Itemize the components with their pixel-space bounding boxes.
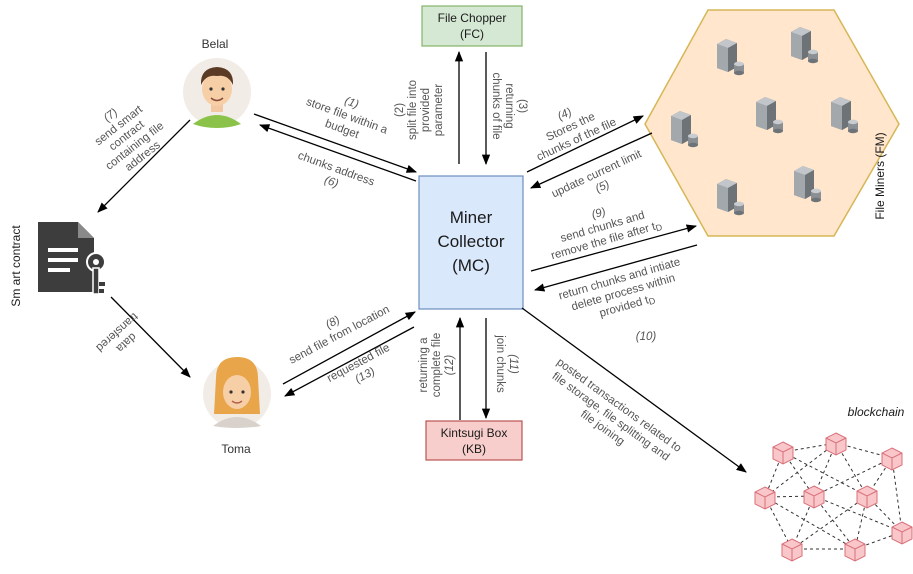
e12-line1: returning a bbox=[418, 337, 430, 393]
e10-num: (10) bbox=[636, 331, 657, 343]
label-e4: (4) Stores the chunks of the file bbox=[535, 106, 618, 164]
e2-line3: provided bbox=[420, 88, 432, 132]
block-icon bbox=[856, 485, 878, 509]
block-icon bbox=[844, 538, 866, 562]
label-e2: (2) split file into provided parameter bbox=[394, 80, 445, 140]
e8-num: (8) bbox=[324, 314, 342, 331]
file-miners-node: File Miners (FM) bbox=[644, 9, 900, 237]
e5-num: (5) bbox=[594, 178, 612, 195]
kintsugi-box-node: Kintsugi Box (KB) bbox=[425, 420, 523, 461]
arrow-store-chunks bbox=[526, 115, 644, 173]
smart-contract-label: Sm art contract bbox=[9, 225, 23, 307]
fc-line1: File Chopper bbox=[438, 11, 507, 25]
belal-avatar bbox=[183, 58, 251, 128]
belal-name: Belal bbox=[202, 37, 229, 51]
e9-sub: D bbox=[654, 222, 663, 234]
arrow-chunks-address bbox=[259, 124, 417, 182]
label-e7: (7) send smart contract containing file … bbox=[93, 103, 167, 174]
e11-line1: join chunks bbox=[494, 334, 506, 393]
mc-line3: (MC) bbox=[452, 256, 490, 275]
kintsugi-box bbox=[425, 420, 523, 461]
arrow-send-chunks bbox=[530, 224, 698, 272]
block-icon bbox=[803, 485, 825, 509]
block-icon bbox=[825, 432, 847, 456]
block-icon bbox=[781, 538, 803, 562]
label-e6: chunks address (6) bbox=[296, 150, 376, 191]
arrow-return-chunks bbox=[533, 244, 698, 292]
posted-line2: file storage, file splitting and bbox=[550, 370, 672, 463]
e11-num: (11) bbox=[507, 354, 519, 374]
arrow-store-file bbox=[253, 113, 417, 173]
e2-line1: (2) bbox=[394, 103, 406, 117]
arrow-send-smart-contract bbox=[97, 119, 191, 213]
label-e11: (11) join chunks bbox=[494, 334, 519, 393]
toma-name: Toma bbox=[221, 442, 251, 456]
label-e10: return chunks and intiate delete process… bbox=[557, 256, 681, 320]
label-e5: update current limit (5) bbox=[550, 148, 644, 201]
fc-line2: (FC) bbox=[460, 27, 484, 41]
document-icon bbox=[38, 222, 94, 292]
kb-line1: Kintsugi Box bbox=[441, 426, 508, 440]
e2-line2: split file into bbox=[407, 80, 419, 140]
kb-line2: (KB) bbox=[462, 442, 486, 456]
label-data-transfered: data transfered bbox=[93, 310, 140, 355]
e3-line1: (3) bbox=[516, 99, 528, 113]
label-e1: (1) store file within a budget bbox=[304, 95, 389, 141]
block-icon bbox=[891, 521, 913, 545]
e12-num: (12) bbox=[444, 355, 456, 376]
key-icon bbox=[86, 252, 106, 295]
block-icon bbox=[772, 441, 794, 465]
label-e9: (9) send chunks and remove the file afte… bbox=[550, 206, 664, 262]
e4-num: (4) bbox=[556, 106, 574, 123]
mc-line2: Collector bbox=[437, 232, 504, 251]
blockchain-label: blockchain bbox=[848, 405, 905, 419]
miner-collector-box bbox=[418, 175, 524, 310]
e1-num: (1) bbox=[343, 95, 360, 111]
arrow-update-limit bbox=[530, 132, 653, 189]
e3-line3: chunks of file bbox=[490, 72, 502, 139]
e10-sub: D bbox=[648, 295, 657, 307]
file-miners-label: File Miners (FM) bbox=[873, 132, 887, 219]
block-icon bbox=[881, 447, 903, 471]
arrow-requested-file bbox=[284, 326, 415, 397]
block-icon bbox=[754, 486, 776, 510]
arrow-data-transfered bbox=[110, 296, 191, 378]
label-e12: returning a complete file (12) bbox=[418, 333, 456, 398]
toma-avatar bbox=[203, 357, 271, 428]
label-e13: requested file (13) bbox=[325, 342, 392, 386]
e12-line2: complete file bbox=[431, 333, 443, 398]
miner-collector-node: Miner Collector (MC) bbox=[418, 175, 524, 310]
e3-line2: returning bbox=[503, 83, 515, 128]
mc-line1: Miner bbox=[450, 208, 493, 227]
arrow-posted-transactions bbox=[521, 307, 747, 473]
file-chopper-node: File Chopper (FC) bbox=[421, 5, 523, 47]
e9-num: (9) bbox=[590, 206, 607, 221]
label-e3: (3) returning chunks of file bbox=[490, 72, 528, 139]
file-chopper-box bbox=[421, 5, 523, 47]
arrow-send-file bbox=[282, 311, 416, 385]
blockchain-graphic bbox=[754, 432, 913, 562]
e2-line4: parameter bbox=[433, 84, 445, 137]
e6-num: (6) bbox=[323, 174, 340, 190]
label-posted: posted transactions related to file stor… bbox=[550, 356, 684, 463]
